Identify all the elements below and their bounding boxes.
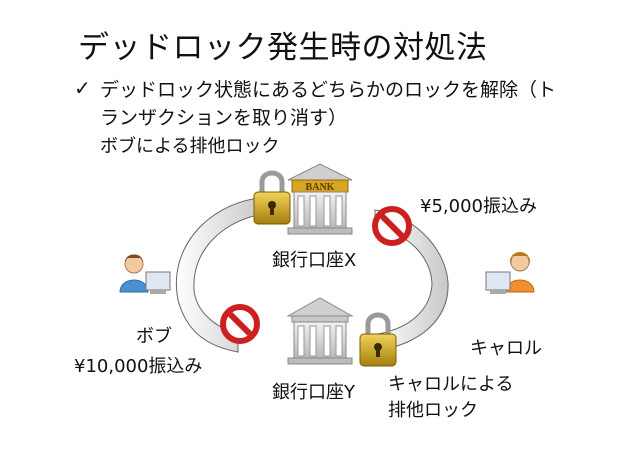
bank-sign-text: BANK <box>306 182 335 193</box>
no-entry-icon-right <box>372 206 412 246</box>
padlock-icon-carol <box>359 312 397 367</box>
bob-lock-label: ボブによる排他ロック <box>100 136 280 157</box>
slide-title: デッドロック発生時の対処法 <box>78 30 488 66</box>
padlock-icon-bob <box>253 170 291 225</box>
bank-y-icon <box>286 297 354 365</box>
no-entry-icon-left <box>220 304 260 344</box>
checkmark-icon: ✓ <box>74 76 91 100</box>
person-icon-bob <box>119 254 171 294</box>
account-y-label: 銀行口座Y <box>272 382 355 403</box>
bullet-text: デッドロック状態にあるどちらかのロックを解除（トランザクションを取り消す） <box>100 79 557 129</box>
bank-x-icon <box>287 163 353 235</box>
bob-transfer-label: ¥10,000振込み <box>74 356 203 377</box>
bob-label: ボブ <box>136 326 172 347</box>
person-icon-carol <box>485 252 535 294</box>
carol-transfer-label: ¥5,000振込み <box>420 196 537 217</box>
carol-label: キャロル <box>470 338 542 359</box>
carol-lock-label-line2: 排他ロック <box>388 400 478 421</box>
left-cycle-arrow <box>176 197 263 353</box>
account-x-label: 銀行口座X <box>272 250 357 271</box>
carol-lock-label-line1: キャロルによる <box>388 374 514 395</box>
